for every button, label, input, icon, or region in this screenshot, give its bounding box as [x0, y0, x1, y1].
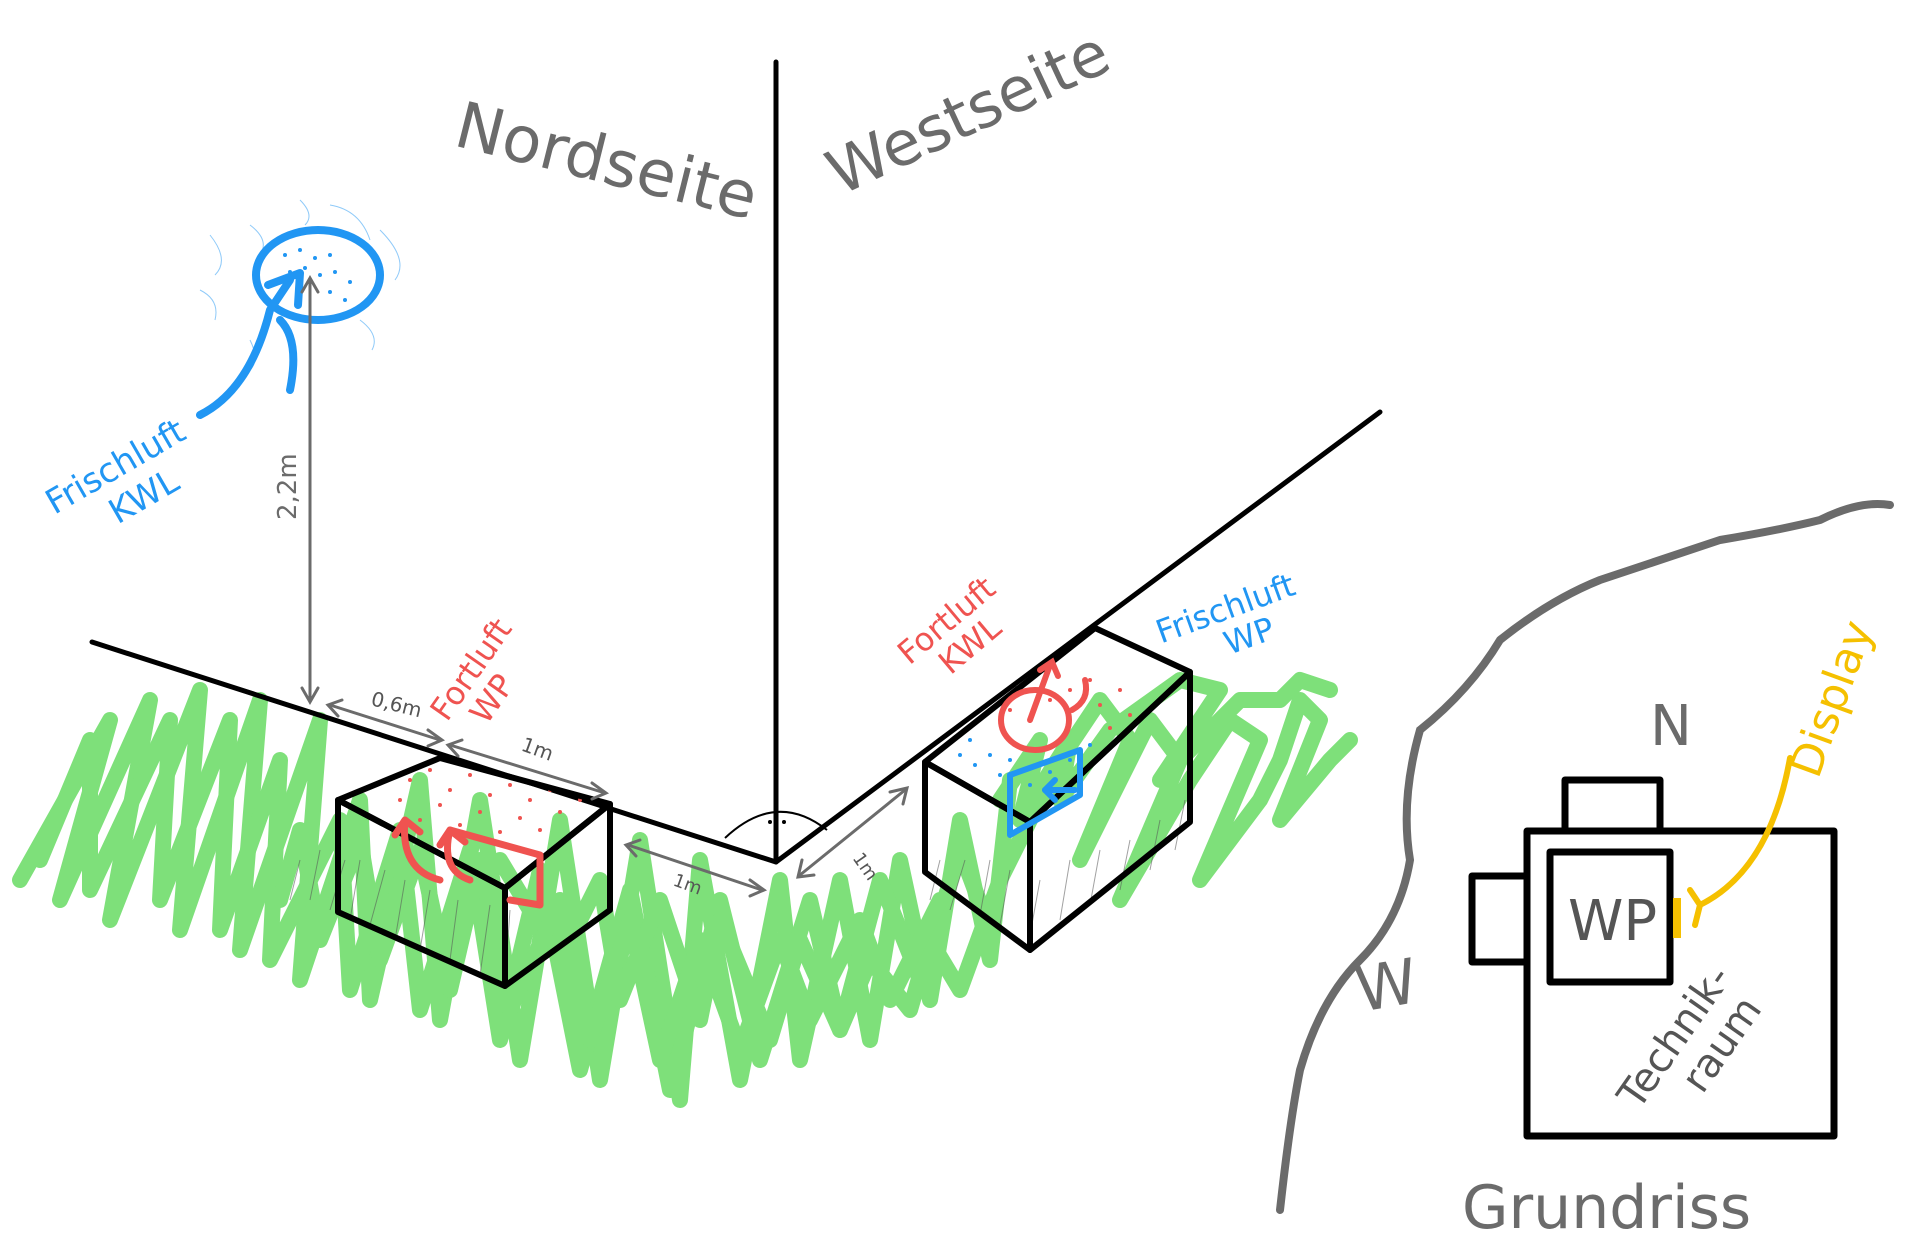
dim-1m-c	[796, 785, 910, 879]
site-boundary-line	[1276, 500, 1894, 1214]
technikraum-outline	[1523, 827, 1838, 1140]
west-wall-baseline	[773, 409, 1383, 865]
dim-06m	[325, 698, 446, 748]
text-labels: Nordseite Westseite Frischluft KWL Fortl…	[39, 16, 1884, 1243]
dim-1m-a	[445, 738, 610, 801]
corner-arc	[724, 810, 828, 839]
right-outdoor-unit	[922, 625, 1193, 953]
fresh-air-kwl-label: Frischluft KWL	[39, 411, 193, 532]
dim-1m-a-label: 1m	[518, 732, 556, 766]
exhaust-wp-unit	[335, 755, 613, 989]
grass-hatching	[289, 799, 1186, 981]
fresh-air-kwl-intake	[196, 199, 401, 419]
height-dimension	[300, 274, 320, 706]
fresh-air-wp-intake	[1007, 747, 1083, 838]
display-label: Display	[1780, 614, 1883, 784]
display-arrow	[1687, 755, 1793, 928]
grundriss-label: Grundriss	[1462, 1173, 1751, 1242]
dimension-lines	[300, 274, 910, 898]
wp-outline	[1546, 848, 1674, 986]
floor-plan	[1276, 500, 1894, 1214]
north-wall-baseline	[89, 639, 779, 865]
exhaust-kwl-outlet	[998, 657, 1090, 753]
floor-plan-north-label: N	[1650, 694, 1692, 759]
exhaust-kwl-label: Fortluft KWL	[890, 569, 1009, 682]
height-dimension-label: 2,2m	[273, 453, 303, 520]
north-side-label: Nordseite	[448, 89, 765, 235]
exhaust-wp-airflow-arrows	[391, 816, 544, 909]
exhaust-wp-label: Fortluft WP	[422, 611, 522, 730]
west-vent-outline	[1468, 872, 1531, 966]
dim-1m-b	[623, 838, 768, 898]
west-side-label: Westseite	[815, 16, 1120, 210]
building-outline	[89, 59, 1383, 865]
north-vent-outline	[1561, 776, 1664, 835]
exhaust-wp-unit-side	[502, 801, 613, 989]
wp-label: WP	[1568, 889, 1657, 954]
dim-06m-label: 0,6m	[369, 687, 425, 723]
floor-plan-west-label: W	[1350, 944, 1423, 1027]
right-unit-side	[1027, 669, 1193, 953]
